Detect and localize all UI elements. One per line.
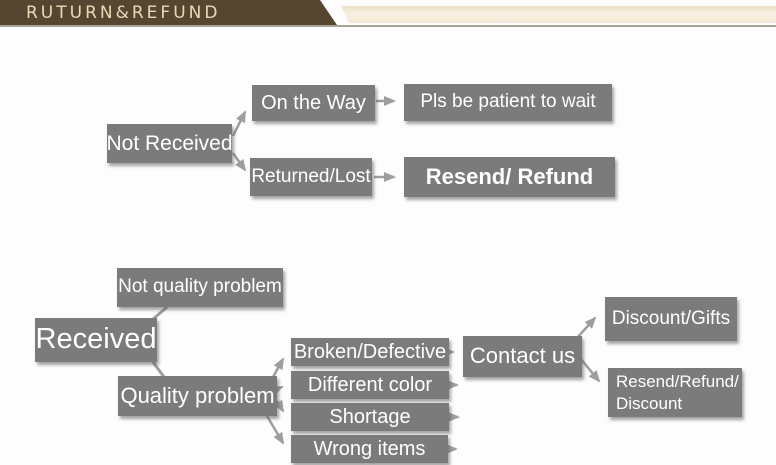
node-shortage: Shortage <box>291 403 449 431</box>
arrow-quality-problem-to-wrong-items <box>265 415 285 445</box>
node-pls-be-patient-to-wait: Pls be patient to wait <box>404 84 612 121</box>
arrow-contact-us-to-discount-gifts <box>576 316 597 339</box>
node-broken-defective: Broken/Defective <box>291 338 449 366</box>
node-discount-gifts: Discount/Gifts <box>605 297 737 341</box>
node-not-received: Not Received <box>106 124 233 163</box>
node-quality-problem: Quality problem <box>118 376 277 416</box>
page-title: RUTURN&REFUND <box>26 2 221 23</box>
header-banner: RUTURN&REFUND <box>0 0 337 25</box>
arrow-contact-us-to-resend-refund-discount <box>579 357 601 383</box>
node-different-color: Different color <box>291 371 449 399</box>
arrow-not-received-to-on-the-way <box>231 110 247 137</box>
node-received: Received <box>35 318 157 362</box>
node-not-quality-problem: Not quality problem <box>117 268 283 307</box>
node-contact-us: Contact us <box>463 336 582 377</box>
arrow-not-received-to-returned-lost <box>231 152 247 172</box>
node-resend-refund-discount: Resend/Refund/ Discount <box>608 368 742 417</box>
header-underline <box>0 25 776 27</box>
node-on-the-way: On the Way <box>252 85 375 121</box>
header-ribbon <box>341 6 776 23</box>
arrow-quality-problem-to-shortage <box>273 399 285 413</box>
node-wrong-items: Wrong items <box>291 435 448 463</box>
node-resend-refund: Resend/ Refund <box>404 157 615 197</box>
node-returned-lost: Returned/Lost <box>250 158 372 196</box>
arrow-quality-problem-to-different-color <box>270 385 284 396</box>
